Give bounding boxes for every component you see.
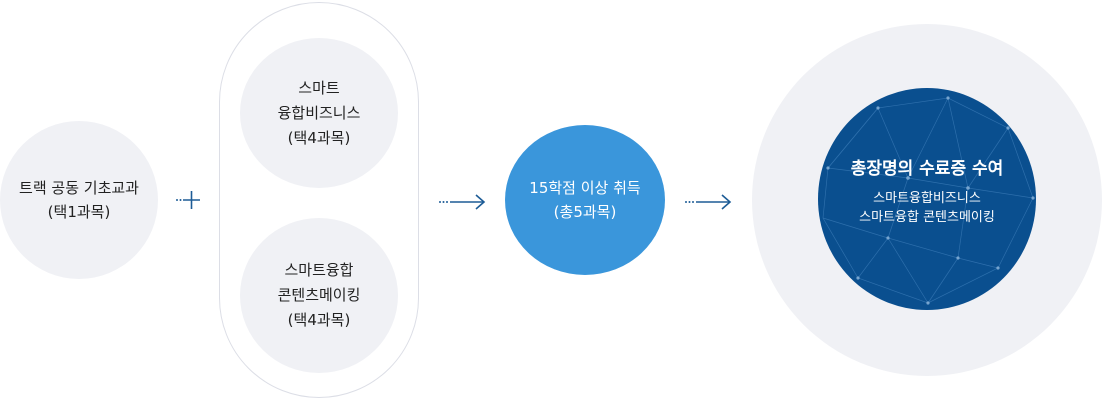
smart-business-line2: 융합비즈니스 [277, 103, 361, 122]
certificate-program-1: 스마트융합비즈니스 [873, 191, 981, 206]
smart-business-count: (택4과목) [287, 128, 351, 147]
credit-requirement-count: (총5과목) [553, 203, 617, 221]
smart-business-track-circle: 스마트 융합비즈니스 (택4과목) [240, 38, 398, 188]
network-pattern [822, 96, 1035, 305]
smart-contents-count: (택4과목) [287, 311, 351, 329]
smart-contents-line2: 콘텐츠메이킹 [277, 286, 361, 304]
certificate-circle: 총장명의 수료증 수여 스마트융합비즈니스 스마트융합 콘텐츠메이킹 [818, 88, 1036, 310]
basic-course-circle: 트랙 공동 기초교과 (택1과목) [0, 121, 158, 279]
certificate-program-2: 스마트융합 콘텐츠메이킹 [859, 210, 995, 225]
smart-contents-track-circle: 스마트융합 콘텐츠메이킹 (택4과목) [240, 218, 398, 373]
credit-requirement-title: 15학점 이상 취득 [529, 179, 641, 197]
basic-course-title: 트랙 공동 기초교과 [19, 179, 139, 197]
smart-business-line1: 스마트 [298, 78, 340, 97]
smart-contents-line1: 스마트융합 [284, 261, 354, 279]
basic-course-count: (택1과목) [47, 203, 111, 221]
credit-requirement-circle: 15학점 이상 취득 (총5과목) [505, 125, 665, 275]
plus-icon [176, 191, 200, 209]
dotted-arrow-icon [439, 194, 486, 210]
dotted-arrow-icon [685, 194, 732, 210]
certificate-title: 총장명의 수료증 수여 [850, 159, 1004, 179]
